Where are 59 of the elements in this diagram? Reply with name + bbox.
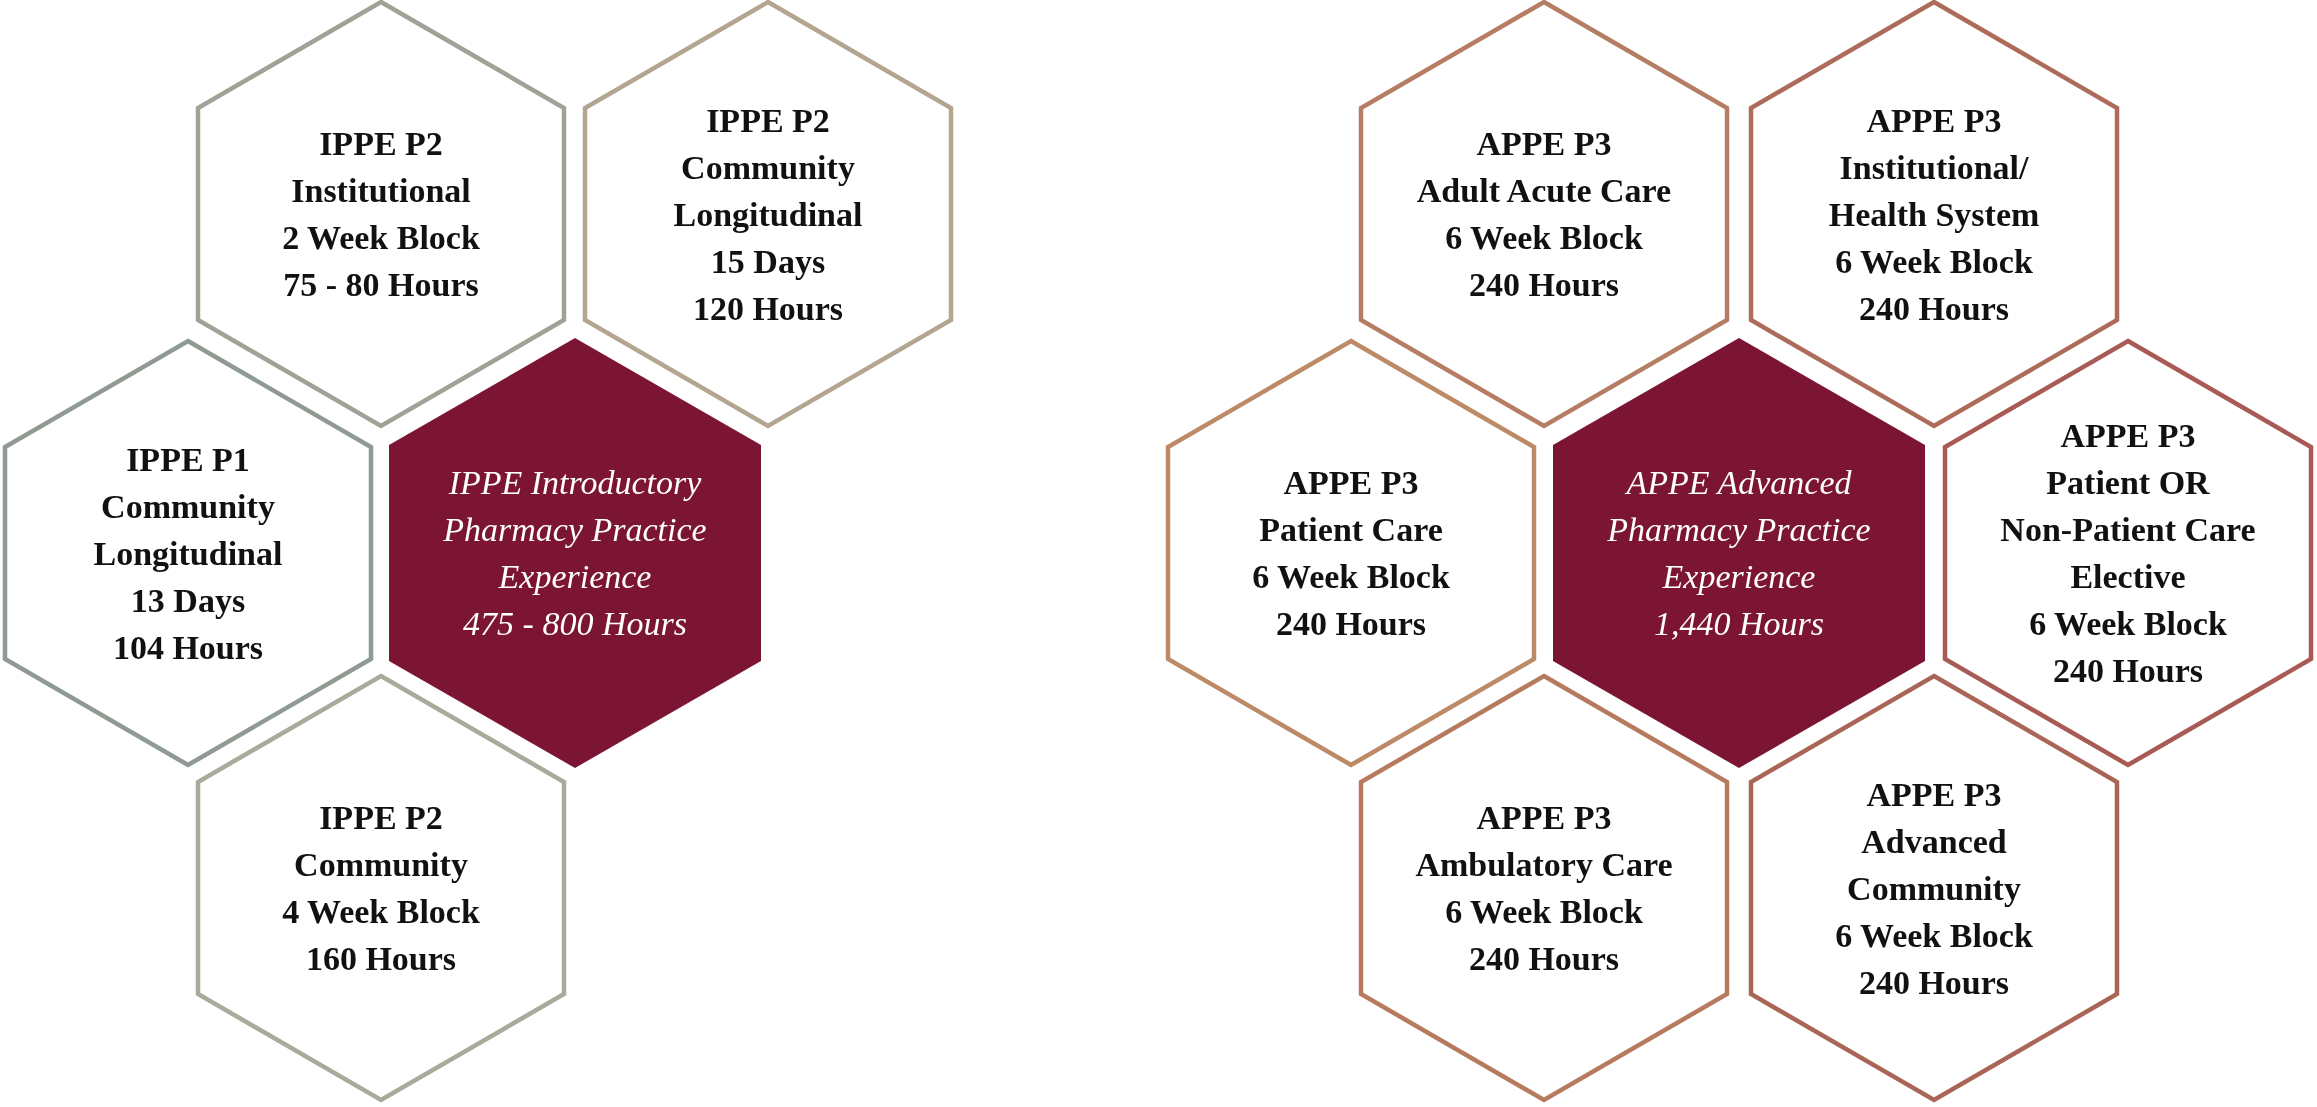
hexagon-text: 15 Days (710, 241, 826, 282)
hexagon-text: 120 Hours (692, 288, 844, 329)
hexagon-text: Community (681, 147, 855, 188)
hexagon-text: Institutional (291, 171, 471, 211)
hexagon-text: Advanced (1861, 821, 2007, 862)
hexagon-text: 240 Hours (1858, 962, 2010, 1003)
hexagon-text: APPE P3 (1476, 124, 1612, 164)
hexagon-text: 240 Hours (1468, 939, 1620, 979)
hexagon-text: APPE P3 (1476, 798, 1612, 838)
rotation-hexagon (2, 338, 374, 768)
program-hexagon (389, 338, 761, 768)
hexagon-text: APPE Advanced Pharmacy Practice Experience (1606, 463, 1872, 597)
hexagon-text: Community (101, 486, 275, 527)
rotation-hexagon (195, 0, 567, 429)
program-hexagon (1553, 338, 1925, 768)
hexagon-text: IPPE P2 (319, 798, 443, 838)
hexagon-text: APPE P3 (1866, 774, 2002, 815)
hexagon-text: Community (294, 845, 468, 885)
hexagon-text: Non-Patient Care (2000, 510, 2256, 550)
hexagon-text: Longitudinal (93, 533, 283, 574)
hexagon-text: 104 Hours (112, 627, 264, 668)
hexagon-text: APPE P3 (1866, 100, 2002, 141)
rotation-hexagon (1165, 338, 1537, 768)
hexagon-text: Community (1847, 868, 2021, 909)
hexagon-text: 4 Week Block (282, 892, 480, 932)
hexagon-text: 240 Hours (1275, 604, 1427, 644)
hexagon-text: 475 - 800 Hours (463, 604, 687, 644)
hexagon-text: 6 Week Block (2029, 604, 2227, 644)
hexagon-text: 75 - 80 Hours (283, 265, 479, 305)
hexagon-text: 240 Hours (1858, 288, 2010, 329)
hexagon-text: 6 Week Block (1252, 557, 1450, 597)
hexagon-text: APPE P3 (1283, 463, 1419, 503)
hexagon-text: Institutional/ Health System (1827, 147, 2041, 235)
hexagon-text: IPPE P1 (126, 439, 250, 480)
hexagon-text: 6 Week Block (1445, 218, 1643, 258)
hexagon-text: Longitudinal (673, 194, 863, 235)
rotation-hexagon (195, 673, 567, 1103)
hexagon-text: 1,440 Hours (1654, 604, 1824, 644)
rotation-hexagon (582, 0, 954, 429)
hexagon-text: Patient Care (1259, 510, 1443, 550)
hexagon-text: APPE P3 (2060, 416, 2196, 456)
hexagon-text: Adult Acute Care (1416, 171, 1672, 211)
hexagon-text: Patient OR (2046, 463, 2210, 503)
hexagon-text: 240 Hours (2052, 651, 2204, 691)
hexagon-text: 240 Hours (1468, 265, 1620, 305)
rotation-hexagon (1358, 673, 1730, 1103)
hexagon-text: 2 Week Block (282, 218, 480, 258)
hexagon-text: 160 Hours (305, 939, 457, 979)
hexagon-text: 6 Week Block (1835, 241, 2033, 282)
rotation-hexagon (1942, 338, 2314, 768)
hexagon-text: 6 Week Block (1835, 915, 2033, 956)
hexagon-text: 6 Week Block (1445, 892, 1643, 932)
hexagon-text: IPPE P2 (706, 100, 830, 141)
hexagon-text: Ambulatory Care (1415, 845, 1673, 885)
hexagon-text: Elective (2070, 557, 2186, 597)
hexagon-text: IPPE P2 (319, 124, 443, 164)
hexagon-text: 13 Days (130, 580, 246, 621)
rotation-hexagon (1358, 0, 1730, 429)
hexagon-text: IPPE Introductory Pharmacy Practice Experience (442, 463, 708, 597)
